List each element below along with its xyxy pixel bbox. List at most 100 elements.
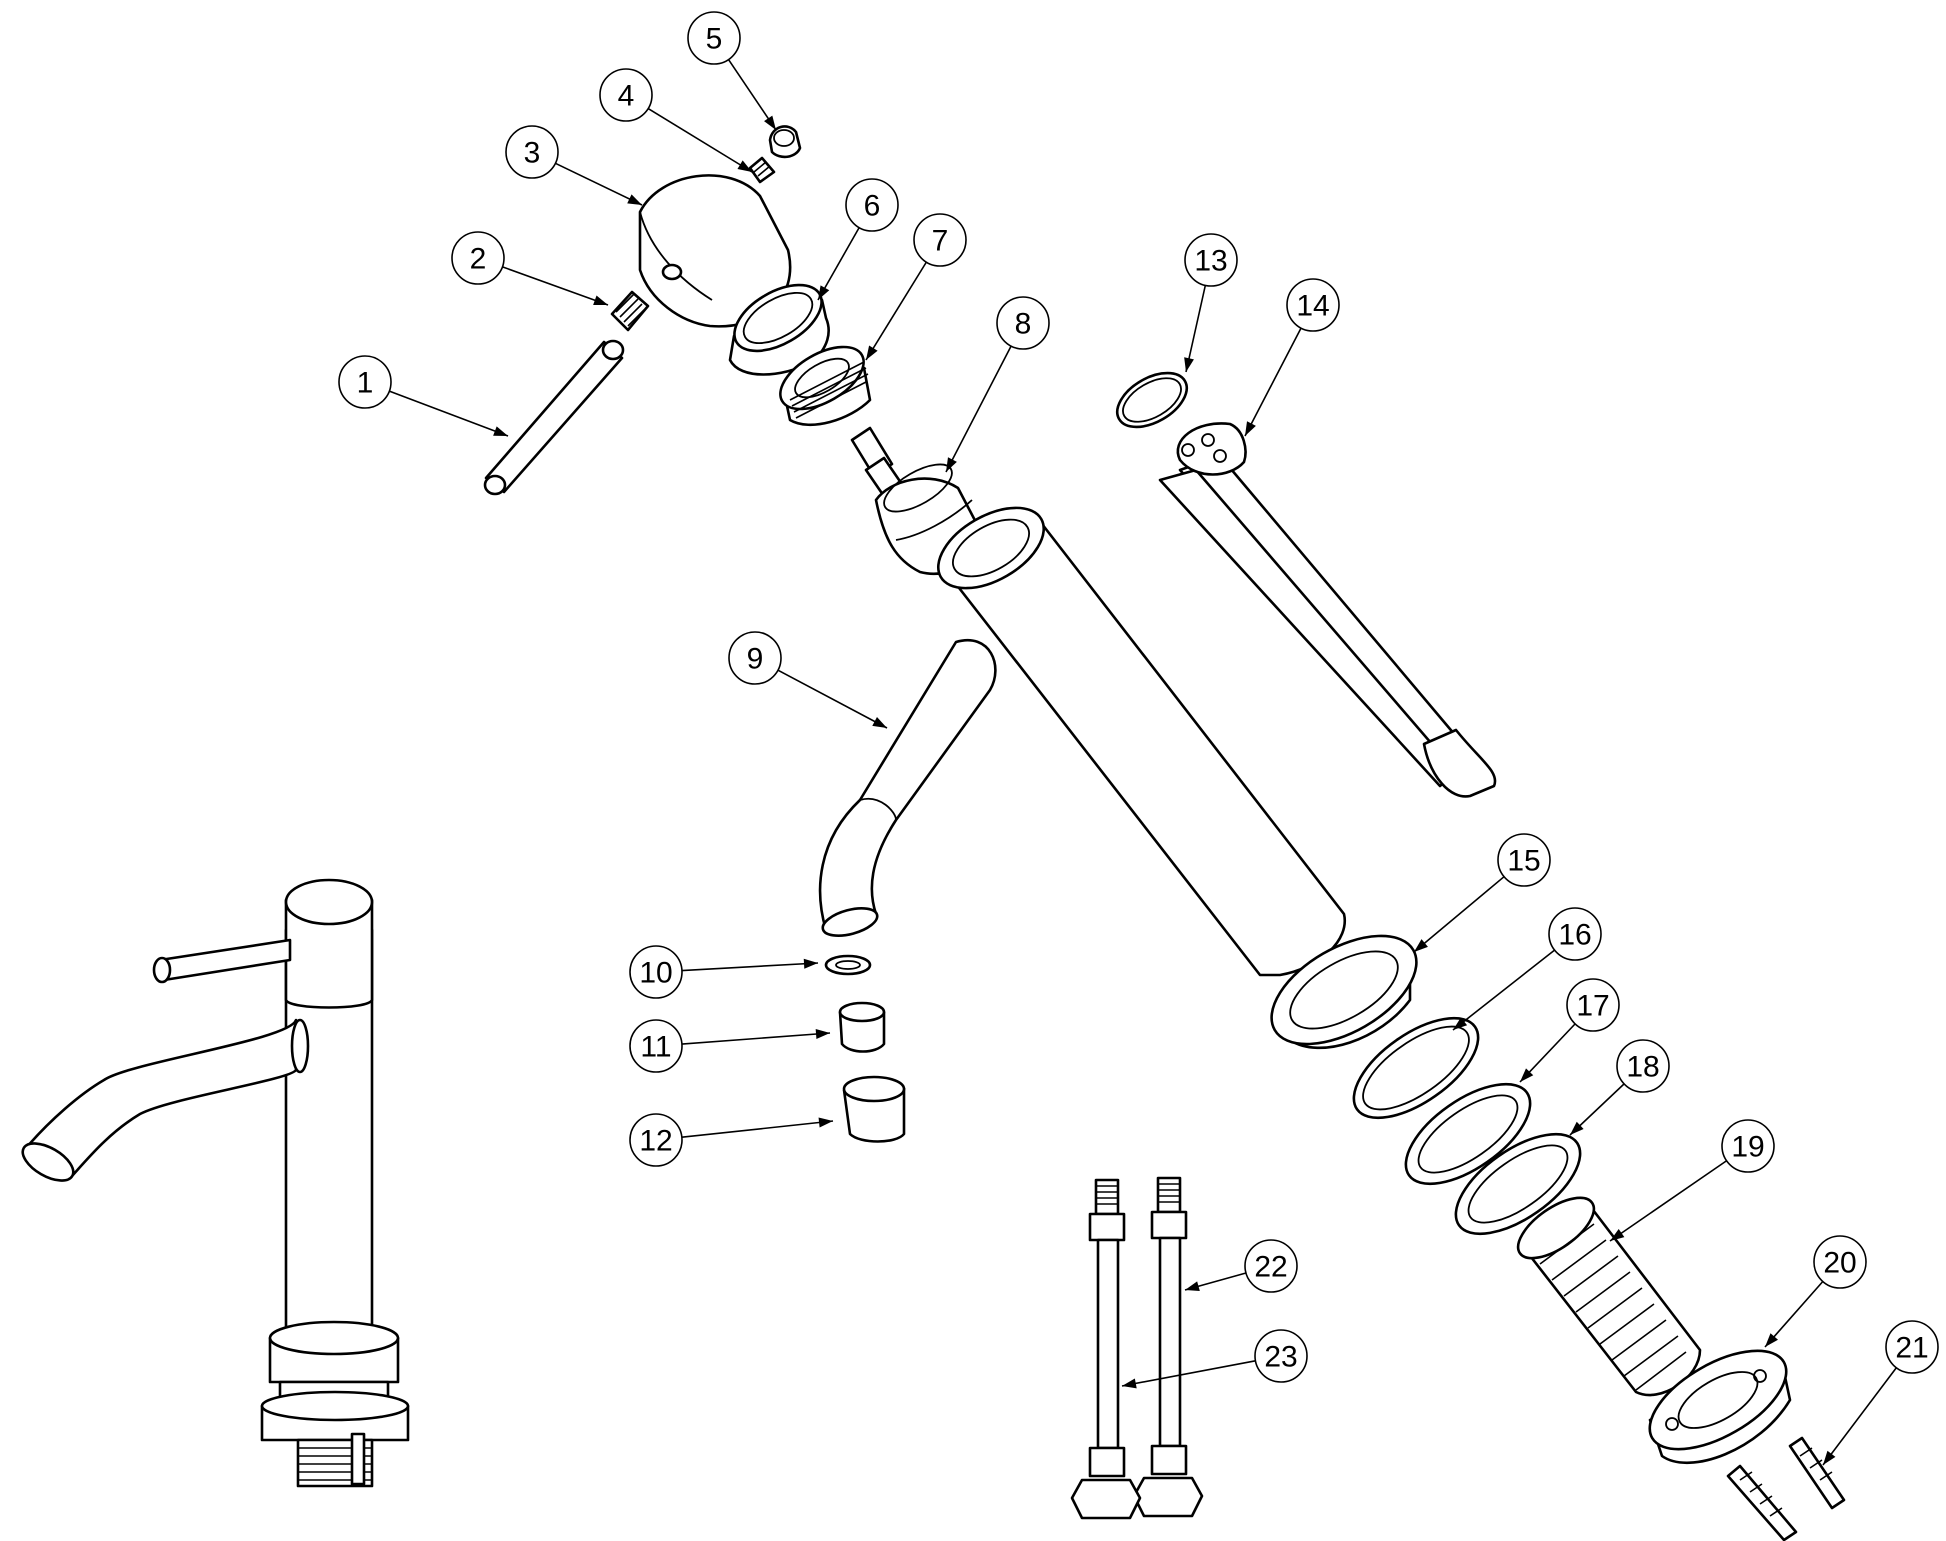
callout-number-16: 16 [1558,919,1591,952]
callout-14: 14 [1244,278,1340,437]
callout-12: 12 [629,1113,834,1167]
callout-number-20: 20 [1823,1247,1856,1280]
part-19-threaded-shank [1516,1196,1702,1397]
callout-balloon-16 [1548,907,1602,961]
part-23-hose [1070,1178,1142,1520]
leader-arrowhead-15 [1414,939,1428,952]
callout-6: 6 [817,178,899,301]
leader-line-8 [945,345,1012,473]
callout-balloon-2 [451,231,505,285]
leader-line-21 [1822,1367,1897,1466]
leader-line-19 [1609,1160,1728,1242]
callout-balloon-12 [629,1113,683,1167]
leader-line-11 [681,1032,831,1045]
leader-arrowhead-1 [493,426,508,436]
part-5-plug-cap [768,125,802,159]
callout-3: 3 [505,125,643,206]
leader-line-15 [1413,876,1505,953]
callout-balloon-20 [1813,1235,1867,1289]
callout-number-17: 17 [1576,990,1609,1023]
leader-arrowhead-16 [1453,1017,1468,1030]
callout-18: 18 [1569,1039,1670,1136]
callout-balloon-4 [599,68,653,122]
leader-line-2 [502,266,609,306]
leader-arrowhead-17 [1520,1068,1534,1082]
callout-balloon-6 [845,178,899,232]
callout-balloon-22 [1244,1239,1298,1293]
callout-balloon-9 [728,631,782,685]
callout-number-14: 14 [1296,290,1329,323]
leader-arrowhead-8 [946,457,957,472]
callout-balloon-14 [1286,278,1340,332]
leader-line-4 [647,107,753,173]
leader-line-7 [865,261,928,361]
leader-arrowhead-10 [803,958,818,969]
leader-arrowhead-22 [1185,1281,1200,1292]
callout-19: 19 [1609,1119,1775,1242]
leader-arrowhead-2 [593,295,608,305]
callout-balloon-21 [1885,1320,1939,1374]
leader-arrowhead-19 [1610,1228,1625,1241]
callout-balloon-17 [1566,978,1620,1032]
part-18-gasket [1454,1132,1582,1236]
callout-22: 22 [1184,1239,1298,1293]
leader-arrowhead-23 [1122,1378,1137,1389]
part-16-gasket [1352,1016,1480,1120]
callout-5: 5 [687,11,777,131]
callout-balloon-8 [996,296,1050,350]
callout-8: 8 [945,296,1050,473]
part-9-faucet-body [818,506,1347,977]
part-13-o-ring [1116,371,1188,429]
leader-arrowhead-12 [818,1117,833,1128]
callout-11: 11 [629,1019,831,1073]
callout-20: 20 [1764,1235,1867,1348]
callout-balloon-11 [629,1019,683,1073]
leader-arrowhead-13 [1184,357,1194,372]
callout-4: 4 [599,68,753,173]
leader-arrowhead-4 [737,160,752,172]
assembled-faucet [21,878,410,1488]
part-10-washer [824,954,872,976]
part-1-lever-rod [483,339,625,496]
leader-line-23 [1121,1360,1256,1387]
leader-line-20 [1764,1280,1824,1348]
callout-10: 10 [629,945,819,999]
callout-balloon-10 [629,945,683,999]
callout-balloon-19 [1721,1119,1775,1173]
leader-arrowhead-6 [818,285,830,300]
part-2-grub-screw [610,290,650,332]
callout-1: 1 [338,355,509,437]
callout-balloon-23 [1254,1329,1308,1383]
callout-23: 23 [1121,1329,1308,1389]
part-11-aerator-insert [838,1001,886,1053]
leader-line-10 [681,962,819,972]
callout-number-23: 23 [1264,1341,1297,1374]
callout-number-9: 9 [747,643,764,676]
leader-arrowhead-18 [1570,1121,1584,1135]
callout-balloon-1 [338,355,392,409]
part-6-shroud-ring [728,283,830,376]
callout-balloon-5 [687,11,741,65]
callout-number-8: 8 [1015,308,1032,341]
part-4-small-screw [748,156,776,184]
callout-balloon-18 [1616,1039,1670,1093]
part-12-aerator-housing [842,1075,906,1143]
leader-line-12 [681,1120,834,1139]
leader-line-5 [727,59,777,131]
callout-number-21: 21 [1895,1332,1928,1365]
callout-number-15: 15 [1507,845,1540,878]
callout-balloon-15 [1497,833,1551,887]
callout-number-2: 2 [470,243,487,276]
part-22-hose [1132,1176,1204,1518]
callout-number-10: 10 [639,957,672,990]
callout-13: 13 [1184,233,1238,373]
callout-21: 21 [1822,1320,1939,1466]
part-14-inlet-assembly [1158,422,1497,798]
callout-balloon-3 [505,125,559,179]
leader-arrowhead-3 [627,194,642,205]
callout-9: 9 [728,631,888,729]
part-15-base-washer [1270,934,1418,1050]
leader-arrowhead-14 [1245,421,1256,436]
